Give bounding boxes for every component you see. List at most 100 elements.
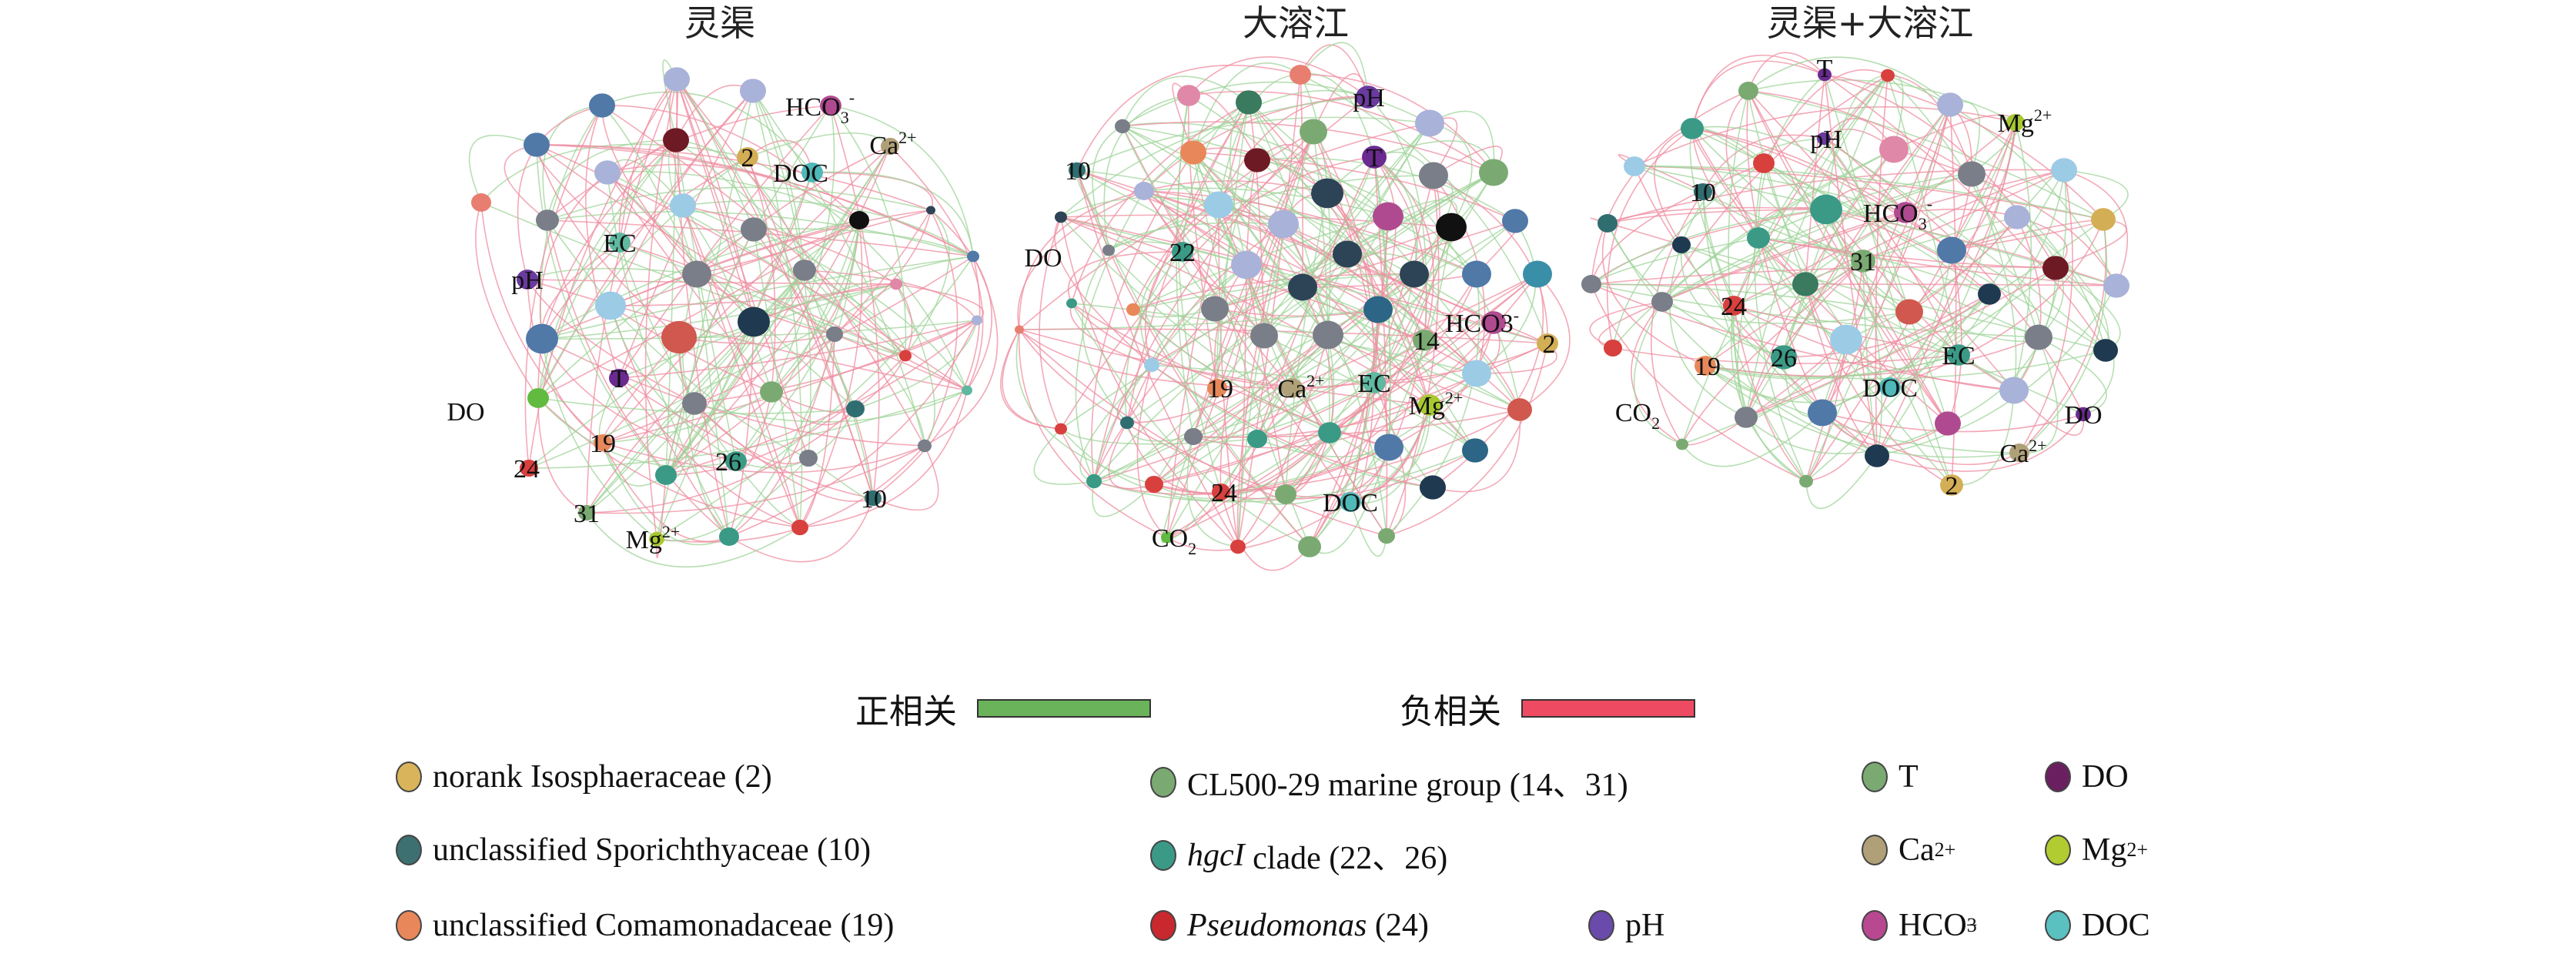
network-node (661, 320, 697, 354)
positive-correlation-edge (1805, 169, 2065, 482)
positive-correlation-edge (536, 144, 667, 476)
legend-dot (2045, 761, 2071, 792)
positive-correlation-edge (1633, 301, 1683, 445)
network-node (1879, 136, 1909, 163)
positive-correlation-edge (1889, 249, 1952, 388)
negative-correlation-edge (1236, 223, 1284, 547)
negative-correlation-edge (1182, 156, 1375, 253)
negative-correlation-edge (889, 146, 984, 391)
legend-label: T (1899, 759, 1919, 795)
negative-correlation-edge (1433, 175, 1548, 344)
positive-correlation-edge (1825, 75, 1889, 210)
network-node-n2 (1537, 333, 1558, 353)
negative-correlation-edge (1949, 104, 1957, 486)
negative-correlation-edge (607, 163, 860, 221)
negative-correlation-edge (2019, 219, 2107, 454)
positive-correlation-edge (747, 156, 968, 391)
negative-correlation-edge (586, 321, 754, 514)
network-node (536, 209, 559, 231)
legend-dot (1588, 910, 1614, 941)
negative-correlation-edge (799, 333, 835, 528)
positive-correlation-edge (1745, 104, 1951, 418)
network-node-n31 (1851, 249, 1875, 273)
network-node (1318, 422, 1341, 444)
negative-correlation-edge (1691, 60, 1825, 129)
negative-correlation-edge (1039, 216, 1095, 482)
positive-correlation-edge (547, 186, 932, 221)
positive-correlation-edge (1248, 102, 1521, 410)
negative-correlation-edge (1220, 409, 1521, 493)
positive-correlation-edge (1634, 166, 2104, 220)
positive-correlation-edge (541, 256, 974, 340)
negative-correlation-edge (1220, 491, 1310, 571)
negative-correlation-edge (728, 321, 754, 537)
negative-correlation-edge (1824, 74, 1878, 457)
network-node (1374, 433, 1403, 461)
network-node (2025, 324, 2052, 350)
positive-correlation-edge (1754, 162, 1807, 482)
negative-correlation-edge (753, 229, 874, 499)
network-node (799, 449, 818, 467)
negative-correlation-edge (1214, 220, 1516, 310)
negative-correlation-edge (610, 209, 932, 306)
negative-correlation-edge (830, 105, 880, 499)
network-node (1400, 260, 1429, 288)
negative-correlation-edge (1691, 128, 1806, 285)
network-node (899, 350, 912, 362)
negative-correlation-edge (1601, 223, 1706, 367)
negative-correlation-edge (1017, 190, 1145, 330)
network-node-T (1362, 146, 1387, 169)
negative-correlation-edge (1783, 104, 1951, 358)
negative-correlation-edge (1432, 409, 1521, 493)
positive-correlation-edge (1971, 173, 2106, 351)
legend-dot (1862, 910, 1888, 941)
network-node (1792, 272, 1818, 296)
negative-correlation-edge (1019, 329, 1387, 537)
negative-correlation-edge (1144, 204, 1219, 366)
network-node (1144, 357, 1159, 373)
negative-correlation-edge (2019, 169, 2073, 454)
network-node (1676, 438, 1688, 450)
network-node (1738, 82, 1758, 100)
network-title-combined: 灵渠+大溶江 (1767, 2, 1974, 44)
legend-label-sup: 2+ (2126, 838, 2149, 861)
network-node (719, 527, 739, 546)
positive-correlation-edge (1248, 102, 1476, 451)
network-node (1462, 360, 1491, 387)
network-node (664, 67, 690, 92)
positive-correlation-edge (895, 283, 935, 447)
network-node (1651, 292, 1673, 312)
positive-correlation-edge (1669, 244, 1747, 418)
negative-correlation-edge (1606, 128, 1693, 349)
positive-correlation-edge (1350, 501, 1387, 557)
network-node-DO (2076, 407, 2091, 422)
positive-correlation-edge (1093, 264, 1247, 482)
network-node (1184, 427, 1203, 446)
negative-correlation-edge (676, 79, 809, 459)
positive-correlation-edge (1122, 81, 1430, 127)
negative-correlation-edge (1388, 322, 1494, 448)
legend-label: CL500-29 marine group (14、31) (1187, 768, 1628, 803)
network-node (849, 211, 869, 229)
positive-correlation-edge (675, 139, 737, 462)
network-node-T (1818, 68, 1832, 82)
positive-correlation-edge (1071, 303, 1310, 547)
negative-correlation-edge (602, 146, 891, 444)
negative-correlation-edge (536, 144, 974, 257)
positive-correlation-edge (1093, 450, 1476, 503)
network-node (890, 278, 902, 290)
network-node (962, 385, 972, 396)
positive-correlation-edge (527, 267, 698, 280)
positive-correlation-edge (1132, 309, 1330, 433)
positive-correlation-edge (1092, 480, 1155, 517)
network-node (1102, 244, 1115, 256)
negative-correlation-edge (1302, 286, 1334, 433)
network-node (1126, 303, 1140, 316)
negative-correlation-edge (1019, 328, 1548, 344)
network-node (1300, 119, 1327, 145)
negative-correlation-edge (694, 403, 874, 502)
legend-item-norank: norank Isosphaeraceae (2) (396, 758, 772, 795)
positive-correlation-edge (1033, 428, 1095, 485)
positive-correlation-edge (1103, 95, 1189, 251)
